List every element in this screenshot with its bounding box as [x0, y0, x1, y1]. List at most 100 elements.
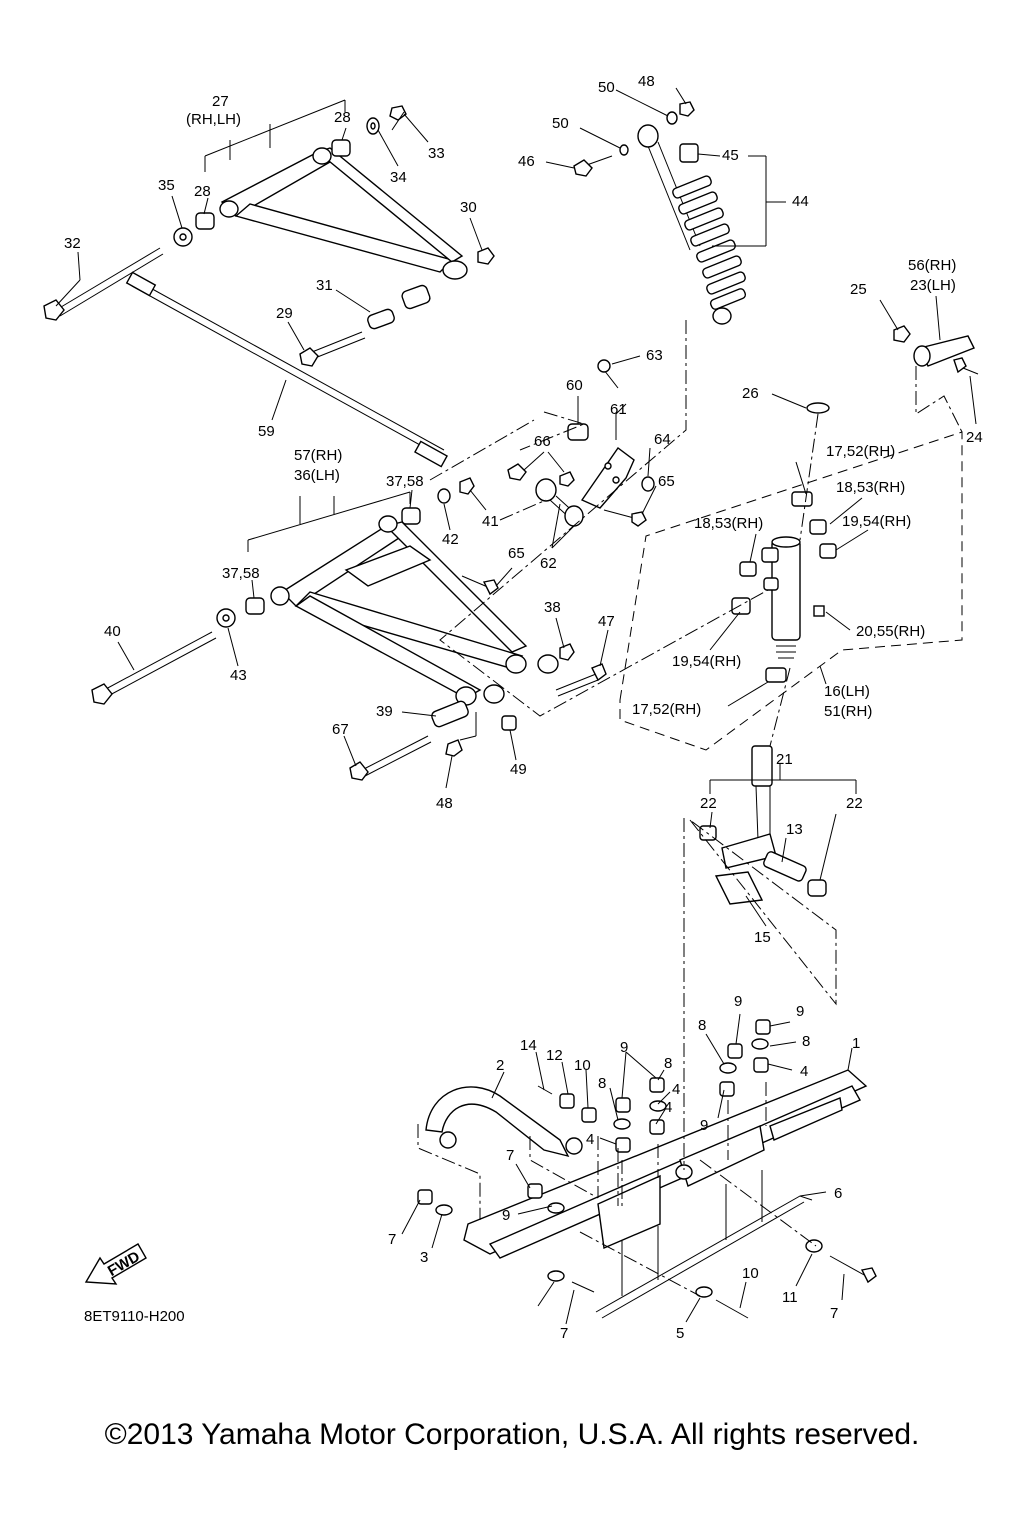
callout-36-lh: 36(LH)	[294, 467, 340, 484]
callout-7: 9	[502, 1207, 510, 1224]
callout-9: 9	[734, 993, 742, 1010]
ski-spindle	[699, 745, 857, 905]
callout-47: 47	[598, 613, 615, 630]
callout-17-52-rh: 17,52(RH)	[826, 443, 895, 460]
callout-32: 32	[64, 235, 81, 252]
callout-50: 50	[598, 79, 615, 96]
callout-6: 10	[742, 1265, 759, 1282]
callout-28: 28	[334, 109, 351, 126]
callout-labels: 27 (RH,LH) 28 33 34 35 28 30 32 31 29 59…	[64, 73, 983, 1342]
callout-19-54-rh: 19,54(RH)	[672, 653, 741, 670]
callout-29: 29	[276, 305, 293, 322]
callout-3: 6	[834, 1185, 842, 1202]
callout-8: 8	[598, 1075, 606, 1092]
callout-16-lh: 16(LH)	[824, 683, 870, 700]
callout-64: 64	[654, 431, 671, 448]
callout-9: 9	[796, 1003, 804, 1020]
callout-24: 24	[966, 429, 983, 446]
callout-13: 13	[786, 821, 803, 838]
copyright-notice: ©2013 Yamaha Motor Corporation, U.S.A. A…	[104, 1418, 920, 1451]
callout-15: 15	[754, 929, 771, 946]
callout-37-58: 37,58	[386, 473, 424, 490]
callout-1: 1	[852, 1035, 860, 1052]
callout-59: 59	[258, 423, 275, 440]
callout-23-lh: 23(LH)	[910, 277, 956, 294]
callout-14: 14	[520, 1037, 537, 1054]
callout-7: 5	[676, 1325, 684, 1342]
upper-a-arm	[43, 99, 495, 468]
callout-38: 38	[544, 599, 561, 616]
callout-8: 8	[698, 1017, 706, 1034]
callout-28: 28	[194, 183, 211, 200]
callout-41: 41	[482, 513, 499, 530]
callout-49: 49	[510, 761, 527, 778]
callout-22: 22	[700, 795, 717, 812]
callout-8: 8	[802, 1033, 810, 1050]
callout-10: 10	[574, 1057, 591, 1074]
callout-20-55-rh: 20,55(RH)	[856, 623, 925, 640]
callout-43: 43	[230, 667, 247, 684]
callout-66: 66	[534, 433, 551, 450]
steering-arm	[893, 325, 979, 375]
parts-exploded-diagram: FWD 27 (RH,LH) 28 33 34 35 28 30 32 31 2…	[43, 73, 983, 1342]
callout-39: 39	[376, 703, 393, 720]
callout-11: 7	[830, 1305, 838, 1322]
callout-19-54-rh: 19,54(RH)	[842, 513, 911, 530]
callout-22: 22	[846, 795, 863, 812]
callout-30: 30	[460, 199, 477, 216]
callout-4: 4	[586, 1131, 594, 1148]
callout-40: 40	[104, 623, 121, 640]
shock-absorber	[573, 101, 786, 325]
diagram-reference-code: 8ET9110-H200	[84, 1308, 185, 1325]
leader-lines	[55, 87, 977, 1325]
callout-56-rh: 56(RH)	[908, 257, 956, 274]
callout-63: 63	[646, 347, 663, 364]
callout-35: 35	[158, 177, 175, 194]
callout-4: 4	[672, 1081, 680, 1098]
callout-37-58: 37,58	[222, 565, 260, 582]
callout-18-53-rh: 18,53(RH)	[694, 515, 763, 532]
callout-44: 44	[792, 193, 809, 210]
callout-10: 11	[782, 1289, 798, 1306]
callout-9: 7	[506, 1147, 514, 1164]
callout-4: 4	[800, 1063, 808, 1080]
callout-67: 67	[332, 721, 349, 738]
spindle-assembly	[619, 402, 963, 751]
callout-21: 21	[776, 751, 793, 768]
callout-42: 42	[442, 531, 459, 548]
callout-9: 7	[388, 1231, 396, 1248]
callout-9: 9	[620, 1039, 628, 1056]
callout-65: 65	[658, 473, 675, 490]
callout-4: 9	[700, 1117, 708, 1134]
callout-34: 34	[390, 169, 407, 186]
callout-27: 27	[212, 93, 229, 110]
callout-46: 46	[518, 153, 535, 170]
callout-12: 12	[546, 1047, 563, 1064]
callout-57-rh: 57(RH)	[294, 447, 342, 464]
callout-45: 45	[722, 147, 739, 164]
callout-51-rh: 51(RH)	[824, 703, 872, 720]
callout-65: 65	[508, 545, 525, 562]
callout-5: 7	[560, 1325, 568, 1342]
fwd-arrow-icon: FWD	[84, 1243, 147, 1285]
lower-a-arm	[91, 477, 607, 781]
callout-2: 2	[496, 1057, 504, 1074]
callout-61: 61	[610, 401, 627, 418]
callout-50: 50	[552, 115, 569, 132]
callout-48: 48	[638, 73, 655, 90]
callout-60: 60	[566, 377, 583, 394]
callout-27-side: (RH,LH)	[186, 111, 241, 128]
callout-31: 31	[316, 277, 333, 294]
callout-48: 48	[436, 795, 453, 812]
callout-26: 26	[742, 385, 759, 402]
callout-62: 62	[540, 555, 557, 572]
callout-8: 8	[664, 1055, 672, 1072]
callout-33: 33	[428, 145, 445, 162]
callout-25: 25	[850, 281, 867, 298]
callout-4: 4	[664, 1099, 672, 1116]
ski	[417, 1019, 877, 1319]
callout-7: 3	[420, 1249, 428, 1266]
assembly-lines	[417, 320, 963, 1297]
callout-18-53-rh: 18,53(RH)	[836, 479, 905, 496]
callout-17-52-rh: 17,52(RH)	[632, 701, 701, 718]
